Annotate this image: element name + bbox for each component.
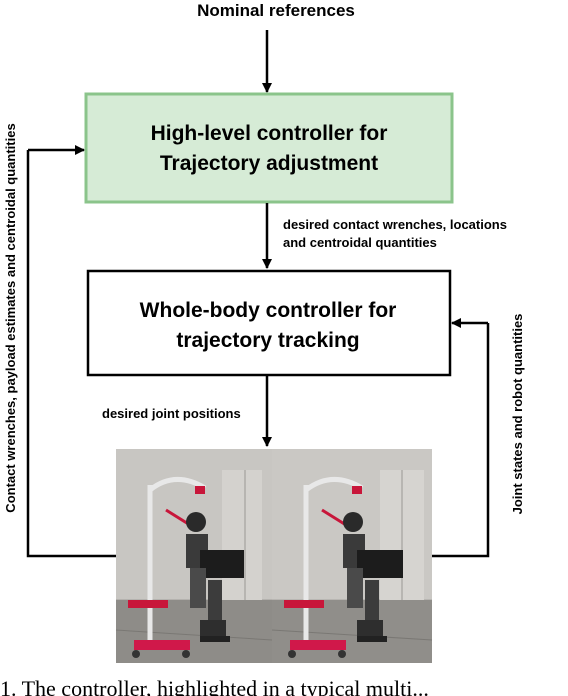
right-feedback-label: Joint states and robot quantities [510,314,525,515]
whole-body-controller-box [86,269,452,377]
high-level-box-line1: High-level controller for [151,122,388,145]
mid-signal-line1: desired contact wrenches, locations [283,217,507,232]
left-feedback-path [26,150,116,558]
robot-left [186,512,244,642]
robot-right [343,512,403,642]
joint-signal-label: desired joint positions [102,406,241,421]
nominal-references-label: Nominal references [197,1,355,20]
robot-photo [115,449,433,663]
high-level-box-line2: Trajectory adjustment [160,152,378,175]
figure-caption: 1. The controller, highlighted in a typi… [0,678,429,696]
whole-body-box-line1: Whole-body controller for [140,299,397,322]
high-level-controller-box [84,92,454,204]
lift-right [284,477,364,658]
whole-body-box-line2: trajectory tracking [176,329,359,352]
left-feedback-label: Contact wrenches, payload estimates and … [3,123,18,512]
right-feedback-path [432,323,490,558]
mid-signal-line2: and centroidal quantities [283,235,437,250]
lift-left [128,477,207,658]
